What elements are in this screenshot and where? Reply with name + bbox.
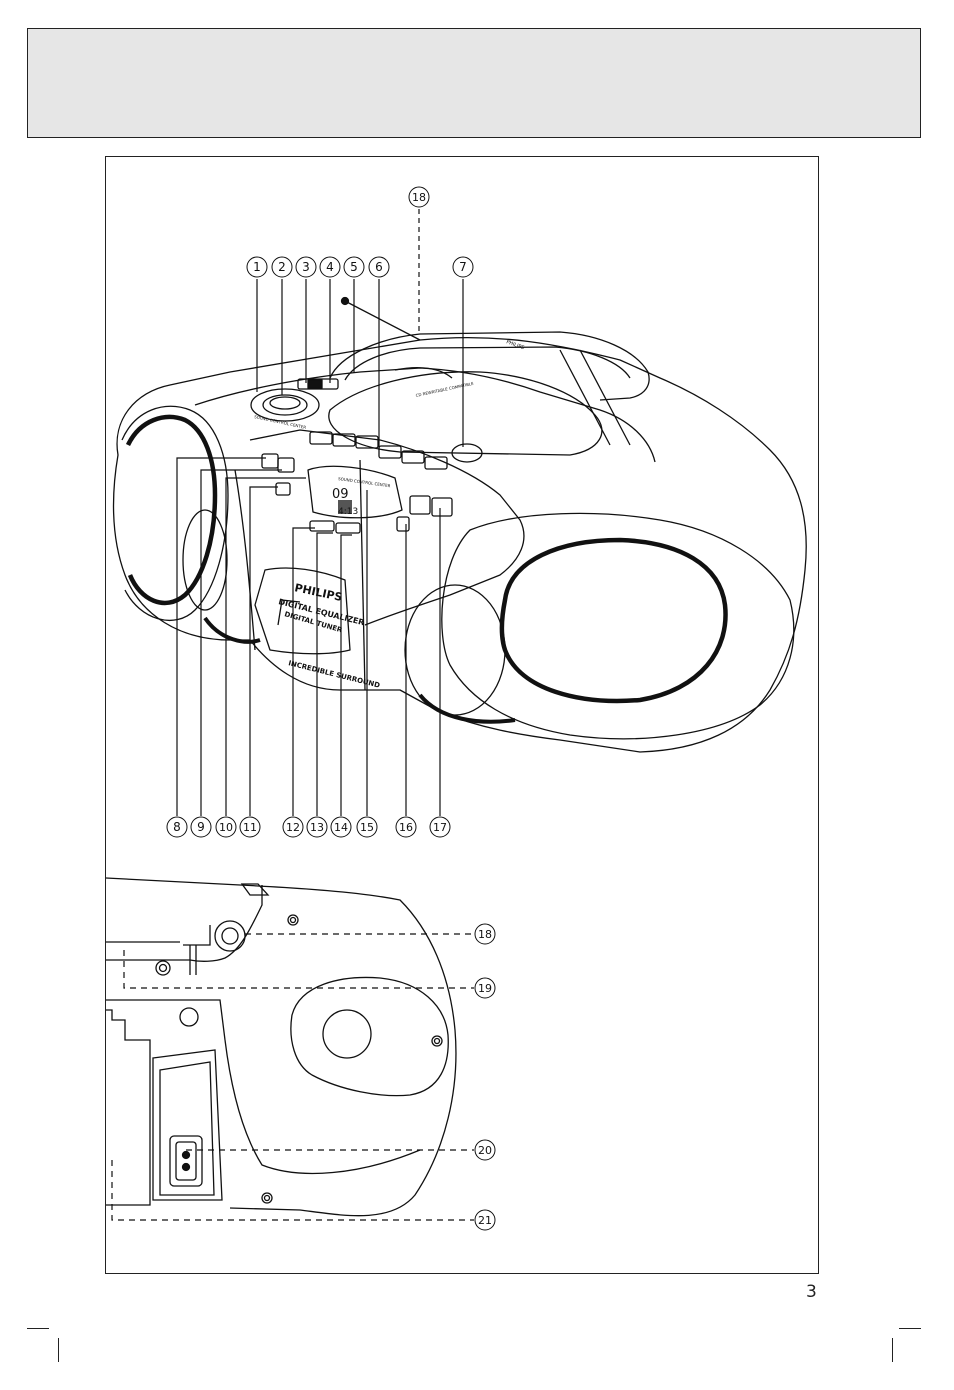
callout-6 bbox=[368, 256, 390, 278]
header-band bbox=[27, 28, 921, 138]
callout-5 bbox=[343, 256, 365, 278]
display-time: 4:13 bbox=[338, 507, 358, 517]
callout-9-label: 9 bbox=[197, 820, 205, 834]
callout-4 bbox=[319, 256, 341, 278]
callout-16-label: 16 bbox=[399, 821, 413, 834]
callout-5-label: 5 bbox=[350, 260, 358, 274]
callout-17-label: 17 bbox=[433, 821, 447, 834]
leader-lines-rear bbox=[111, 933, 474, 1221]
callouts-bottom bbox=[166, 816, 451, 838]
callout-2 bbox=[271, 256, 293, 278]
leader-lines-top bbox=[176, 209, 464, 816]
callout-12-label: 12 bbox=[286, 821, 300, 834]
callout-20-label: 20 bbox=[478, 1144, 492, 1157]
callout-3 bbox=[295, 256, 317, 278]
callout-18-rear-label: 18 bbox=[478, 928, 492, 941]
dial-text: SOUND CONTROL CENTER bbox=[254, 414, 307, 430]
rear-view bbox=[106, 877, 457, 1217]
callout-3-label: 3 bbox=[302, 260, 310, 274]
page-number: 3 bbox=[806, 1282, 817, 1302]
callout-7-label: 7 bbox=[459, 260, 467, 274]
callout-21-label: 21 bbox=[478, 1214, 492, 1227]
crop-mark-bottom-left-v bbox=[58, 1338, 59, 1362]
boombox-body bbox=[112, 296, 807, 753]
crop-mark-bottom-left-h bbox=[27, 1328, 49, 1329]
callout-2-label: 2 bbox=[278, 260, 286, 274]
lid-text: CD REWRITABLE COMPATIBLE bbox=[415, 381, 474, 398]
crop-mark-bottom-right-h bbox=[899, 1328, 921, 1329]
callout-18-top-label: 18 bbox=[412, 191, 426, 204]
callout-18-top bbox=[408, 186, 430, 208]
callout-6-label: 6 bbox=[375, 260, 383, 274]
callout-15-label: 15 bbox=[360, 821, 374, 834]
callout-13-label: 13 bbox=[310, 821, 324, 834]
callout-8-label: 8 bbox=[173, 820, 181, 834]
callout-14-label: 14 bbox=[334, 821, 348, 834]
callout-1 bbox=[246, 256, 268, 278]
cd-button-row bbox=[309, 431, 448, 470]
callout-1-label: 1 bbox=[253, 260, 261, 274]
crop-mark-bottom-right-v bbox=[892, 1338, 893, 1362]
callouts-top bbox=[246, 186, 474, 278]
callout-10-label: 10 bbox=[219, 821, 233, 834]
display-track: 09 bbox=[332, 487, 349, 502]
callout-19-label: 19 bbox=[478, 982, 492, 995]
brand-text: PHILIPS bbox=[293, 581, 343, 604]
callout-11-label: 11 bbox=[243, 821, 257, 834]
callout-7 bbox=[452, 256, 474, 278]
callout-4-label: 4 bbox=[326, 260, 334, 274]
